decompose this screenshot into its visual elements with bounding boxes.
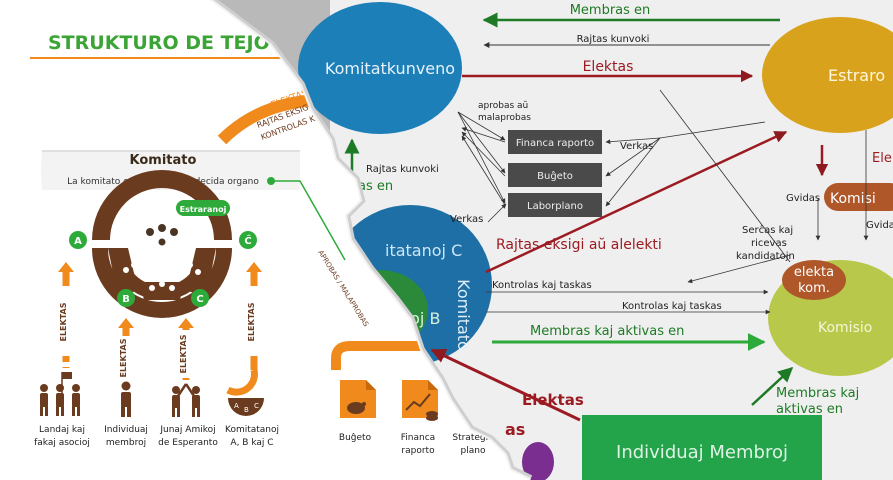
gvidas-1-label: Gvidas (786, 193, 820, 204)
group3-icon (172, 383, 200, 417)
doc1-label: Buĝeto (339, 433, 372, 443)
aprobas-line1: aprobas aŭ (478, 101, 528, 111)
committee-title: Komitato (130, 153, 197, 168)
verkas-1-label: Verkas (620, 141, 653, 152)
group2-icon (121, 381, 131, 417)
elects-label-1: ELEKTAS (59, 302, 68, 341)
bugeto-box (508, 163, 602, 187)
rajtas-eksigi-label: Rajtas eksigi aŭ alelekti (496, 237, 662, 253)
doc3-line1: Strategia (452, 433, 493, 443)
verkas-2-label: Verkas (450, 214, 483, 225)
rajtas-eksigi-arrow (485, 130, 788, 274)
group3-line2: de Esperanto (158, 438, 218, 448)
committee-card (41, 150, 300, 190)
group4-line2: A, B kaj C (230, 438, 273, 448)
estraro-label: Estraro (828, 66, 885, 85)
kontrolas-2-label: Kontrolas kaj taskas (622, 301, 722, 312)
sercas-line2: ricevas (751, 238, 787, 249)
laborplano-label: Laborplano (527, 201, 583, 212)
komisiono-label: Komisi (830, 191, 876, 207)
sercas-line1: Serĉas kaj (742, 224, 793, 236)
bugeto-label: Buĝeto (537, 170, 573, 182)
elekta-komisiono-ellipse (782, 260, 846, 300)
estraro-badge-label: Estraranoj (180, 205, 227, 214)
komitatanoj-c-label: itatanoj C (385, 241, 462, 260)
sercas-line3: kandidatojn (736, 251, 795, 262)
komitato-vertical-label: Komitato (454, 279, 473, 351)
elects-label-2: ELEKTAS (119, 338, 128, 377)
komitatkunveno-ellipse (298, 2, 462, 134)
elects-label-4: ELEKTAS (247, 302, 256, 341)
group1-line2: fakaj asocioj (34, 438, 90, 448)
seat-cx: Ĉ (244, 234, 251, 247)
komisiono-pill (824, 183, 893, 211)
financa-raporto-box (508, 130, 602, 154)
elektas-top-label: Elektas (583, 59, 634, 75)
rajtas-kunvoki-mid-label: Rajtas kunvoki (366, 164, 439, 175)
seat-a: A (74, 236, 82, 247)
page-title: STRUKTURO DE TEJO (48, 32, 270, 54)
abc-b: B (244, 406, 249, 414)
group4-icon: A B C (228, 398, 264, 416)
kontrolas-1-label: Kontrolas kaj taskas (492, 280, 592, 291)
group2-line2: membroj (106, 438, 146, 448)
membras-aktivas-r2: aktivas en (776, 402, 843, 417)
group1-icon (40, 372, 80, 416)
membras-aktivas-mid-label: Membras kaj aktivas en (530, 324, 684, 339)
group4-line1: Komitatanoj (225, 425, 279, 435)
elektas-right-label: Ele (872, 151, 892, 166)
doc2-line1: Financa (401, 433, 435, 443)
elekta-line2: kom. (798, 281, 830, 296)
financa-raporto-label: Financa raporto (516, 138, 594, 149)
seat-b: B (122, 294, 130, 305)
purple-shape (522, 442, 554, 480)
membras-aktivas-r1: Membras kaj (776, 386, 859, 401)
as-en-label: as en (358, 179, 393, 194)
aprobas-line2: malaprobas (478, 113, 531, 123)
seat-cx-badge (239, 231, 257, 249)
komitatkunveno-label: Komitatkunveno (325, 59, 455, 78)
doc3-line2: plano (461, 446, 486, 456)
estraro-ellipse (762, 17, 893, 133)
elects-label-3: ELEKTAS (179, 334, 188, 373)
group3-line1: Junaj Amikoj (159, 425, 215, 435)
group1-line1: Landaj kaj (39, 425, 85, 435)
gvidas-2-label: Gvida (866, 220, 893, 231)
individuaj-membroj-box (582, 415, 822, 480)
seat-c: C (196, 294, 203, 305)
finance-doc-icon (402, 380, 438, 421)
abc-a: A (234, 402, 239, 410)
seat-c-badge (191, 289, 209, 307)
estraro-badge (176, 200, 230, 216)
elektas-bottom-label: Elektas (522, 391, 584, 409)
membras-en-label: Membras en (570, 3, 651, 18)
abc-c: C (254, 402, 259, 410)
laborplano-box (508, 193, 602, 217)
elekta-line1: elekta (794, 265, 834, 280)
approve-line (271, 180, 346, 261)
partial-as-label: as (505, 420, 525, 439)
budget-doc-icon (340, 380, 376, 418)
individuaj-membroj-label: Individuaj Membroj (616, 442, 788, 463)
group2-line1: Individuaj (104, 425, 148, 435)
komisionoj-label: Komisio (818, 320, 872, 336)
doc2-line2: raporto (401, 446, 435, 456)
seat-a-badge (69, 231, 87, 249)
docs-bracket (331, 341, 430, 370)
seat-b-badge (117, 289, 135, 307)
rajtas-kunvoki-top-label: Rajtas kunvoki (577, 34, 650, 45)
elektas-bottom-arrow (430, 348, 581, 422)
